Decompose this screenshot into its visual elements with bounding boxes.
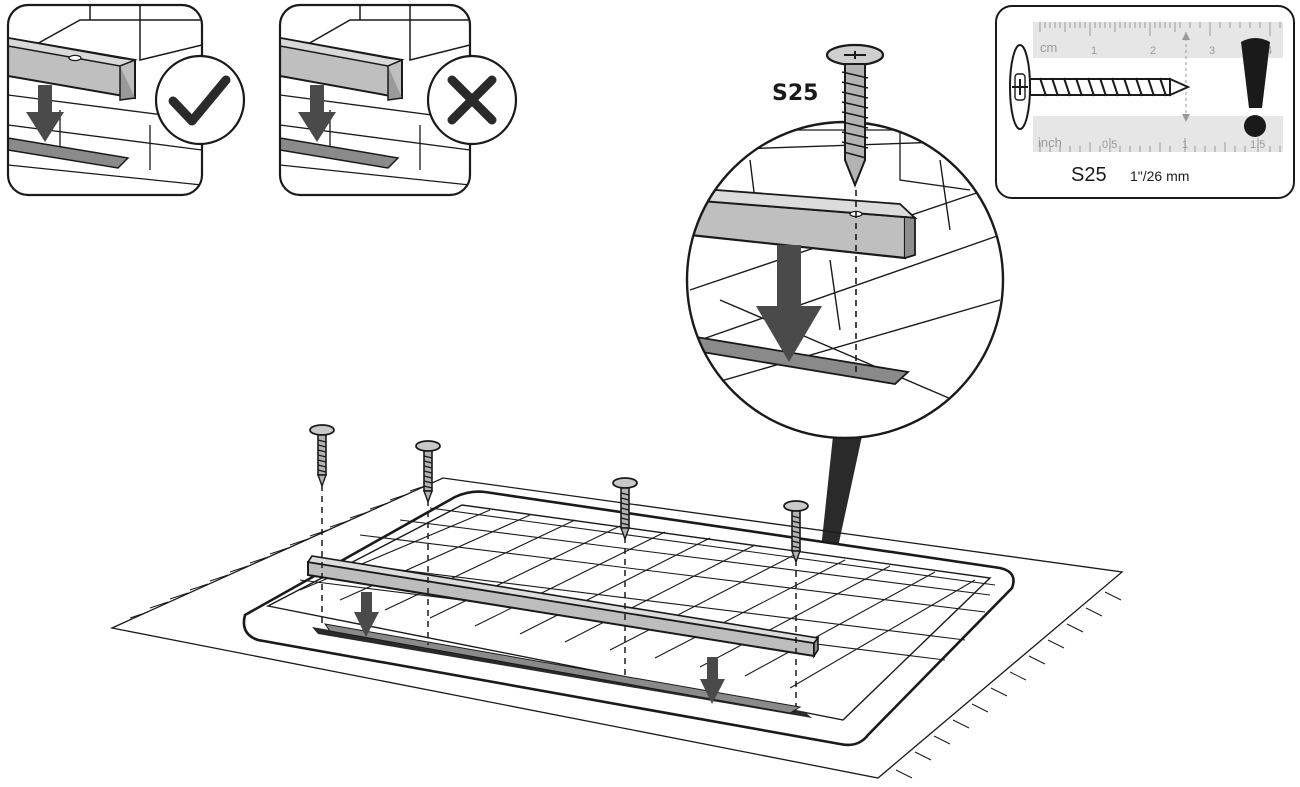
main-assembly-scene [109,424,1124,779]
ruler-inch-label: inch [1038,135,1062,150]
work-surface [109,477,1124,779]
ruler-inch-tick-1: 1 [1182,139,1188,151]
check-mark-icon [154,54,246,146]
ruler-screw-size: 1"/26 mm [1130,168,1189,184]
screw-size-ruler-panel: cm 1 2 3 4 inch 0.5 1 1.5 S25 1"/26 mm [995,5,1295,199]
metal-rail [306,555,820,659]
exclamation-icon [1241,38,1270,137]
ruler-inch-tick-1-5: 1.5 [1250,139,1265,151]
screw-1 [309,424,335,487]
ruler-cm-tick-2: 2 [1150,45,1156,57]
ruler-cm-tick-1: 1 [1091,45,1097,57]
cross-mark-icon [426,54,518,146]
incorrect-example-panel [278,3,518,197]
phillips-screw-icon [825,43,885,188]
ruler-cm-tick-3: 3 [1209,45,1215,57]
down-arrow-icon [26,85,64,142]
callout-screw-code: S25 [772,81,818,106]
down-arrow-icon [756,245,822,362]
down-arrow-icon [700,657,725,704]
ruler-screw-code: S25 [1071,164,1107,186]
screw-side-view-icon [1009,44,1191,130]
ruler-cm-tick-4: 4 [1266,45,1272,57]
ruler-inch-tick-0-5: 0.5 [1102,139,1117,151]
zoom-callout: S25 [685,43,1005,700]
ruler-cm-label: cm [1040,40,1057,55]
screw-2 [415,440,441,503]
down-arrow-icon [354,592,379,637]
down-arrow-icon [298,85,336,142]
correct-example-panel [6,3,246,197]
